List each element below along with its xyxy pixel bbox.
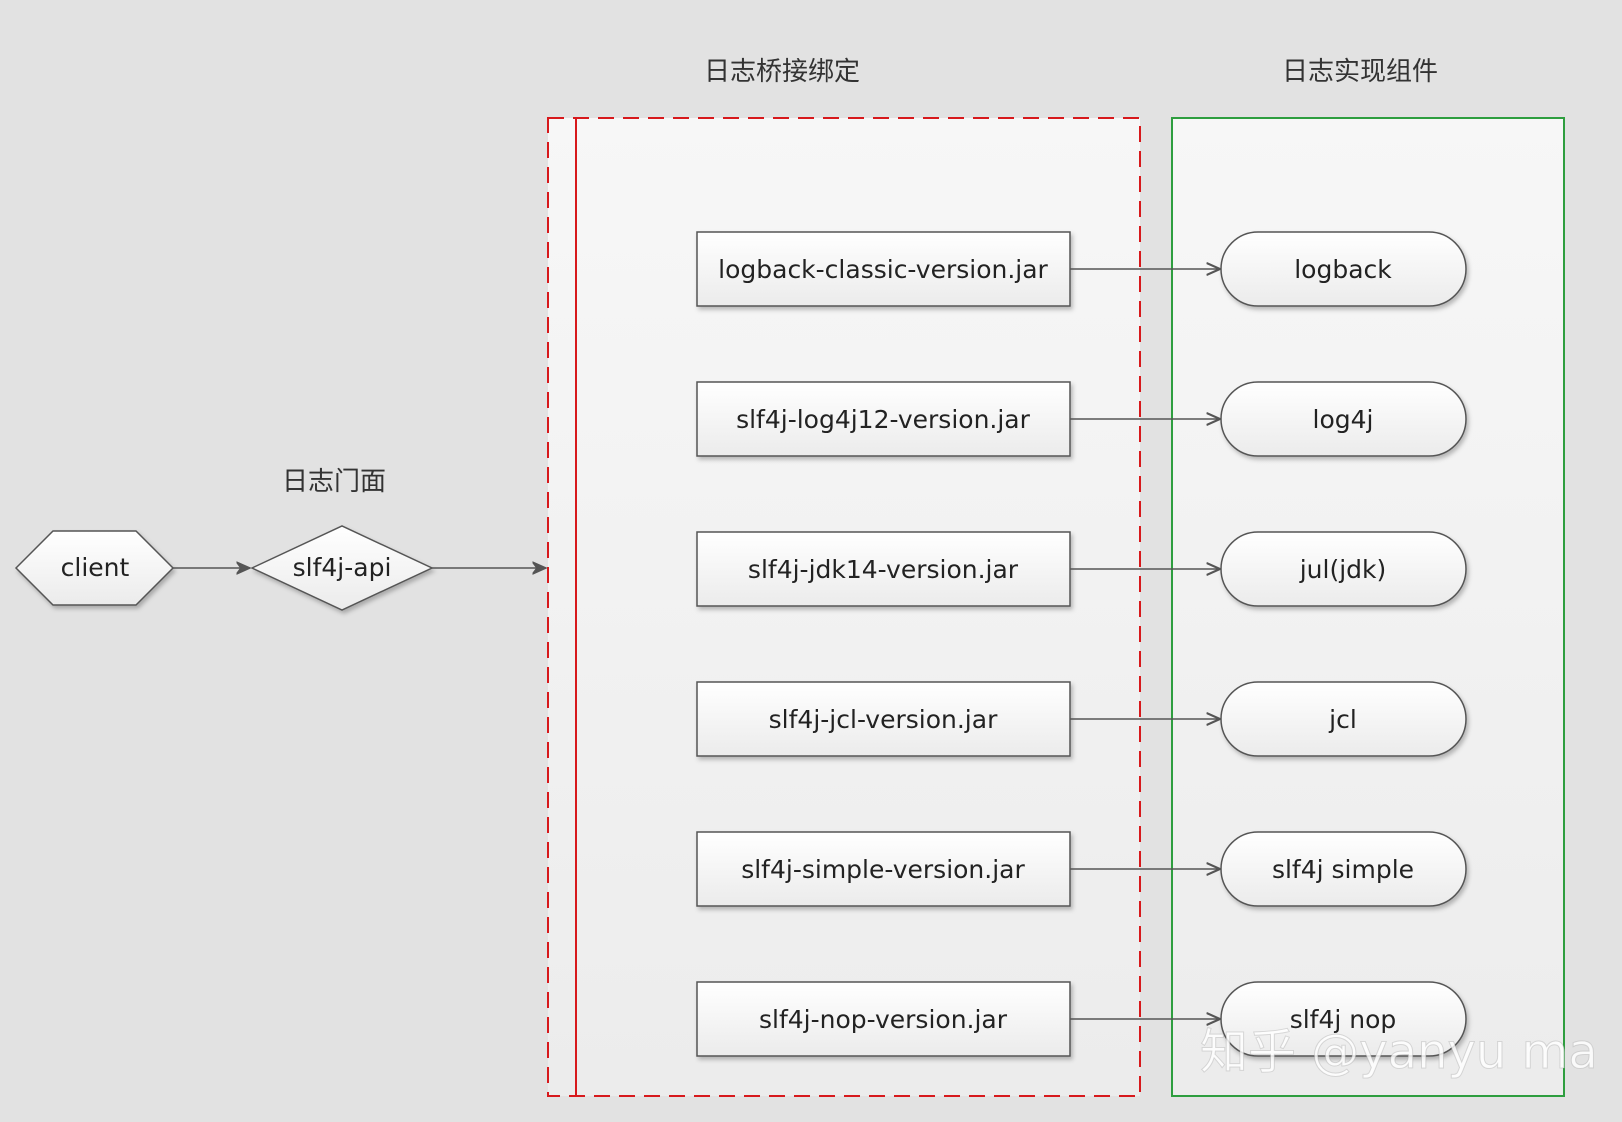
client-label: client: [61, 553, 130, 582]
impl-box: [1220, 531, 1467, 607]
jar-label: slf4j-jcl-version.jar: [769, 705, 998, 734]
impl-label: logback: [1294, 255, 1392, 284]
impl-label: slf4j simple: [1272, 855, 1414, 884]
impl-box: [1220, 681, 1467, 757]
bridge-heading: 日志桥接绑定: [704, 57, 860, 87]
impl-box: [1220, 981, 1467, 1057]
jar-label: slf4j-log4j12-version.jar: [736, 405, 1031, 434]
facade-heading: 日志门面: [282, 467, 386, 497]
jar-label: logback-classic-version.jar: [718, 255, 1048, 284]
impl-label: jcl: [1328, 705, 1357, 734]
jar-label: slf4j-nop-version.jar: [759, 1005, 1008, 1034]
slf4j-api-label: slf4j-api: [293, 553, 392, 582]
impl-label: log4j: [1313, 405, 1374, 434]
jar-box: [696, 381, 1071, 457]
impl-heading: 日志实现组件: [1282, 57, 1438, 87]
watermark: 知乎 @yanyu ma: [1200, 1024, 1598, 1080]
jar-box: [696, 681, 1071, 757]
impl-box: [1220, 831, 1467, 907]
impl-label: slf4j nop: [1290, 1005, 1397, 1034]
impl-label: jul(jdk): [1299, 555, 1387, 584]
jar-label: slf4j-jdk14-version.jar: [748, 555, 1019, 584]
jar-label: slf4j-simple-version.jar: [741, 855, 1025, 884]
impl-box: [1220, 381, 1467, 457]
jar-box: [696, 831, 1071, 907]
binding-rows: logback-classic-version.jar logback slf4j-…: [696, 231, 1467, 1057]
jar-box: [696, 531, 1071, 607]
impl-box: [1220, 231, 1467, 307]
